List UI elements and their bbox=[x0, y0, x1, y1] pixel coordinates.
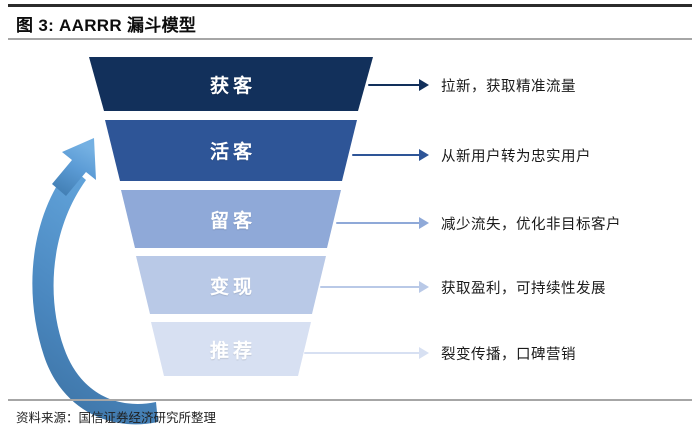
funnel-chart: 获客 活客 留客 变现 推荐 bbox=[0, 40, 700, 425]
callout-5-arrowhead bbox=[419, 347, 429, 359]
callout-4-line bbox=[320, 286, 420, 288]
callout-1: 拉新，获取精准流量 bbox=[368, 74, 576, 96]
figure-top-rule bbox=[8, 4, 692, 7]
figure-title-rule bbox=[8, 38, 692, 40]
callout-5: 裂变传播，口碑营销 bbox=[304, 342, 576, 364]
callout-2-arrowhead bbox=[419, 149, 429, 161]
callout-4-text: 获取盈利，可持续性发展 bbox=[441, 280, 606, 297]
page-title: 图 3: AARRR 漏斗模型 bbox=[16, 16, 197, 35]
funnel-segment-5-shape bbox=[151, 322, 311, 376]
funnel-segment-3[interactable]: 留客 bbox=[121, 190, 341, 248]
feedback-loop-arrowhead bbox=[52, 138, 96, 196]
funnel-segment-1[interactable]: 获客 bbox=[89, 57, 373, 111]
funnel-segment-1-shape bbox=[89, 57, 373, 111]
figure-footer-rule bbox=[8, 399, 692, 401]
callout-2-text: 从新用户转为忠实用户 bbox=[441, 148, 591, 165]
callout-3-line bbox=[336, 222, 420, 224]
funnel-segment-2-shape bbox=[105, 120, 357, 181]
funnel-segment-5[interactable]: 推荐 bbox=[151, 322, 311, 376]
callout-4-arrowhead bbox=[419, 281, 429, 293]
callout-2: 从新用户转为忠实用户 bbox=[352, 144, 591, 166]
figure-source-note: 资料来源：国信证券经济研究所整理 bbox=[16, 411, 217, 425]
funnel-segment-2[interactable]: 活客 bbox=[105, 120, 357, 181]
callout-3-text: 减少流失，优化非目标客户 bbox=[441, 216, 621, 233]
callout-5-text: 裂变传播，口碑营销 bbox=[441, 346, 576, 363]
funnel-segment-3-shape bbox=[121, 190, 341, 248]
callout-1-arrowhead bbox=[419, 79, 429, 91]
funnel-segment-4[interactable]: 变现 bbox=[136, 256, 326, 314]
callout-4: 获取盈利，可持续性发展 bbox=[320, 276, 606, 298]
funnel-segment-4-shape bbox=[136, 256, 326, 314]
callout-1-text: 拉新，获取精准流量 bbox=[441, 78, 576, 95]
callout-1-line bbox=[368, 84, 420, 86]
callout-5-line bbox=[304, 352, 420, 354]
callout-3-arrowhead bbox=[419, 217, 429, 229]
callout-3: 减少流失，优化非目标客户 bbox=[336, 212, 621, 234]
callout-2-line bbox=[352, 154, 420, 156]
